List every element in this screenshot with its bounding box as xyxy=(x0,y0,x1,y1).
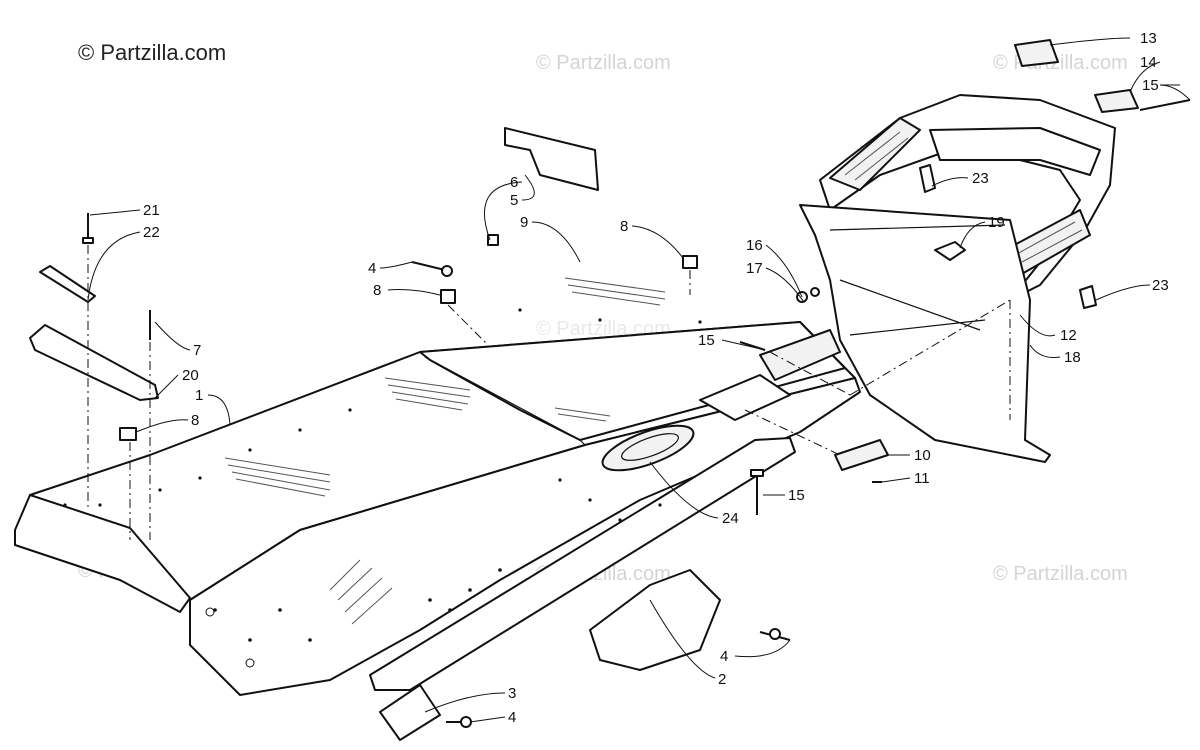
callout-18: 18 xyxy=(1064,349,1081,366)
callout-4: 4 xyxy=(720,648,728,665)
watermark-faint: © Partzilla.com xyxy=(993,563,1128,585)
assembly-lines xyxy=(87,245,1011,540)
callout-15: 15 xyxy=(788,487,805,504)
callout-8: 8 xyxy=(620,218,628,235)
callout-3: 3 xyxy=(508,685,516,702)
leader-lines xyxy=(87,37,1191,723)
callout-1: 1 xyxy=(195,387,203,404)
callout-7: 7 xyxy=(193,342,201,359)
callout-19: 19 xyxy=(988,214,1005,231)
callout-13: 13 xyxy=(1140,30,1157,47)
watermark-main: © Partzilla.com xyxy=(78,40,227,65)
callout-22: 22 xyxy=(143,224,160,241)
callout-10: 10 xyxy=(914,447,931,464)
rear-bumper xyxy=(819,94,1116,301)
callout-8: 8 xyxy=(373,282,381,299)
callout-6: 6 xyxy=(510,174,518,191)
callout-2: 2 xyxy=(718,671,726,688)
watermark-faint: © Partzilla.com xyxy=(536,52,671,74)
callout-9: 9 xyxy=(520,214,528,231)
flap-strip xyxy=(487,127,599,246)
callout-20: 20 xyxy=(182,367,199,384)
callout-8: 8 xyxy=(191,412,199,429)
callout-15: 15 xyxy=(698,332,715,349)
callout-17: 17 xyxy=(746,260,763,277)
callout-23: 23 xyxy=(1152,277,1169,294)
callout-12: 12 xyxy=(1060,327,1077,344)
hardware xyxy=(29,39,1191,741)
callout-labels: 1 2 3 4 4 4 5 6 7 8 8 8 9 10 11 12 13 14… xyxy=(143,30,1169,726)
callout-23: 23 xyxy=(972,170,989,187)
tunnel-body xyxy=(14,277,861,696)
callout-24: 24 xyxy=(722,510,739,527)
callout-11: 11 xyxy=(914,470,930,487)
callout-16: 16 xyxy=(746,237,763,254)
callout-14: 14 xyxy=(1140,54,1157,71)
logo-decal xyxy=(601,329,841,472)
callout-21: 21 xyxy=(143,202,160,219)
callout-15: 15 xyxy=(1142,77,1159,94)
callout-4: 4 xyxy=(508,709,516,726)
callout-5: 5 xyxy=(510,192,518,209)
callout-4: 4 xyxy=(368,260,376,277)
snow-flap xyxy=(799,204,1051,463)
